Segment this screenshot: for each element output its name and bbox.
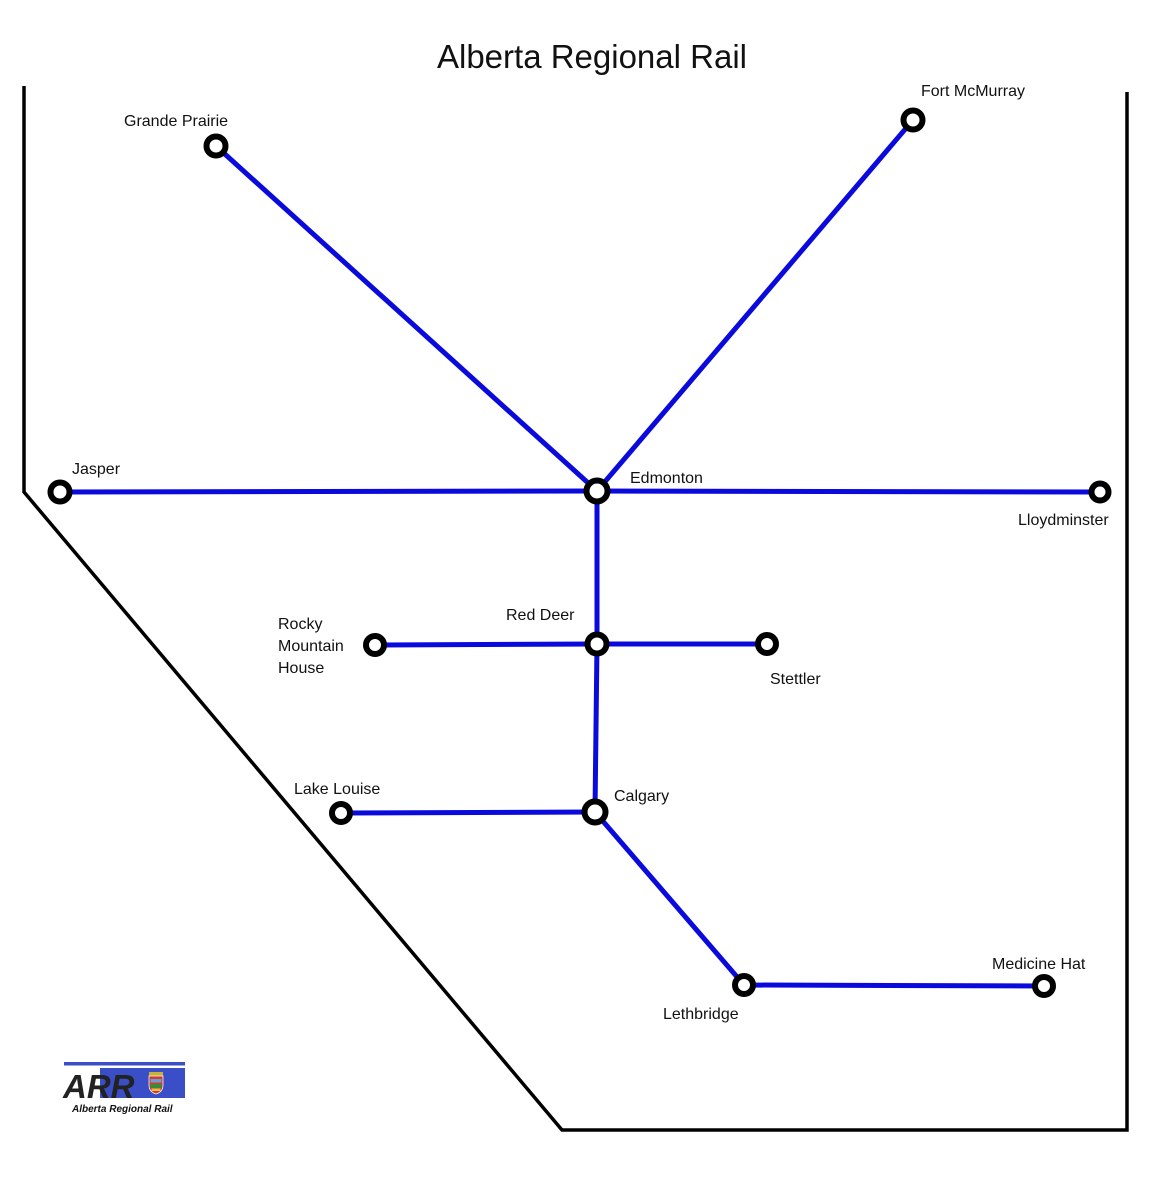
station-red-deer[interactable] bbox=[584, 631, 610, 657]
station-edmonton[interactable] bbox=[583, 477, 611, 505]
label-grande-prairie: Grande Prairie bbox=[124, 113, 228, 130]
station-rocky-mountain-house[interactable] bbox=[363, 633, 387, 657]
logo-top-stripe bbox=[64, 1062, 185, 1066]
logo-caption: Alberta Regional Rail bbox=[71, 1104, 173, 1115]
station-stettler[interactable] bbox=[755, 632, 779, 656]
label-calgary: Calgary bbox=[614, 788, 669, 805]
label-edmonton: Edmonton bbox=[630, 470, 703, 487]
station-fort-mcmurray[interactable] bbox=[900, 107, 926, 133]
label-rocky-line3: House bbox=[278, 660, 324, 677]
route-edmonton-lloydminster bbox=[594, 488, 1103, 495]
route-edmonton-jasper bbox=[57, 488, 600, 495]
arr-logo: ARR Alberta Regional Rail bbox=[62, 1062, 185, 1115]
stations bbox=[47, 107, 1112, 998]
label-red-deer: Red Deer bbox=[506, 607, 575, 624]
route-calgary-lake-louise bbox=[338, 809, 598, 816]
route-edmonton-grande-prairie bbox=[213, 143, 600, 494]
station-labels: Grande Prairie Fort McMurray Jasper Edmo… bbox=[72, 83, 1109, 1023]
station-jasper[interactable] bbox=[47, 479, 73, 505]
map-title: Alberta Regional Rail bbox=[436, 38, 747, 75]
label-lethbridge: Lethbridge bbox=[663, 1006, 739, 1023]
label-rocky-line1: Rocky bbox=[278, 616, 322, 633]
station-calgary[interactable] bbox=[581, 798, 609, 826]
station-lethbridge[interactable] bbox=[732, 973, 756, 997]
route-edmonton-fort-mcmurray bbox=[594, 117, 916, 494]
logo-mark: ARR bbox=[62, 1068, 135, 1105]
label-lloydminster: Lloydminster bbox=[1018, 512, 1109, 529]
route-red-deer-calgary bbox=[592, 641, 600, 815]
station-lake-louise[interactable] bbox=[329, 801, 353, 825]
station-lloydminster[interactable] bbox=[1088, 480, 1112, 504]
label-stettler: Stettler bbox=[770, 671, 821, 688]
station-grande-prairie[interactable] bbox=[203, 133, 229, 159]
label-lake-louise: Lake Louise bbox=[294, 781, 380, 798]
logo-panel bbox=[100, 1068, 185, 1098]
station-medicine-hat[interactable] bbox=[1032, 974, 1056, 998]
label-medicine-hat: Medicine Hat bbox=[992, 956, 1086, 973]
alberta-shield-icon bbox=[148, 1072, 164, 1095]
route-calgary-lethbridge bbox=[592, 809, 747, 988]
province-border bbox=[22, 86, 1129, 1132]
route-red-deer-rocky-mountain-house bbox=[372, 641, 600, 648]
route-lines bbox=[57, 117, 1103, 989]
label-fort-mcmurray: Fort McMurray bbox=[921, 83, 1025, 100]
route-lethbridge-medicine-hat bbox=[741, 982, 1047, 989]
label-jasper: Jasper bbox=[72, 461, 121, 478]
label-rocky-line2: Mountain bbox=[278, 638, 344, 655]
